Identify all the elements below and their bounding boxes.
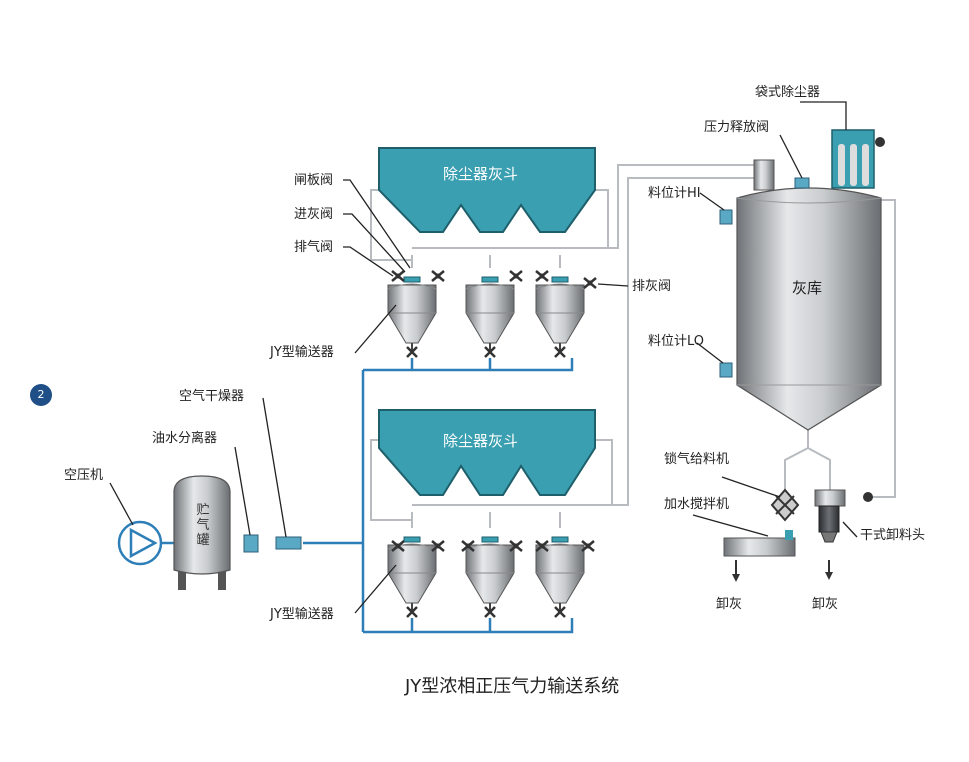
unload-right-label: 卸灰 [812, 597, 839, 612]
rotary-feeder [770, 488, 800, 522]
oil-water-separator [243, 534, 259, 553]
level-hi-label: 料位计HI [648, 186, 701, 201]
gate-valve-label: 闸板阀 [294, 173, 334, 188]
conveyor-bottom-label: JY型输送器 [270, 607, 334, 622]
pressure-relief-valve-label: 压力释放阀 [704, 120, 770, 135]
rotary-feeder-label: 锁气给料机 [664, 452, 730, 467]
air-dryer [275, 536, 302, 550]
level-lo-label: 料位计LO [648, 334, 705, 349]
bottom-ash-hopper [378, 409, 596, 496]
wet-mixer [723, 530, 796, 582]
silo-label: 灰库 [792, 279, 823, 297]
top-ash-hopper [378, 147, 596, 233]
vent-valve-label: 排气阀 [294, 240, 334, 255]
storage-tank [173, 475, 231, 590]
air-compressor-label: 空压机 [64, 468, 104, 483]
wet-mixer-label: 加水搅拌机 [664, 497, 730, 512]
bottom-hopper-title: 除尘器灰斗 [443, 432, 519, 450]
storage-tank-label: 贮气罐 [196, 503, 210, 548]
bag-filter [831, 129, 885, 189]
grey-lines [370, 164, 896, 528]
page-badge[interactable]: 2 [30, 384, 52, 406]
dry-unloader [814, 489, 873, 580]
top-hopper-title: 除尘器灰斗 [443, 165, 519, 183]
unload-left-label: 卸灰 [716, 597, 743, 612]
discharge-valve-label: 排灰阀 [632, 279, 672, 294]
conveyor-top-label: JY型输送器 [270, 345, 334, 360]
air-compressor [117, 520, 163, 566]
top-conveyors [386, 269, 598, 359]
ash-silo [719, 159, 882, 431]
conveying-pipes [162, 358, 574, 634]
air-dryer-label: 空气干燥器 [179, 389, 245, 404]
leader-lines [109, 101, 858, 614]
diagram-caption: JY型浓相正压气力输送系统 [405, 676, 620, 697]
inlet-valve-label: 进灰阀 [294, 207, 334, 222]
bottom-conveyors [386, 535, 596, 619]
oil-water-separator-label: 油水分离器 [152, 431, 218, 446]
dry-unloader-label: 干式卸料头 [860, 528, 926, 543]
bag-filter-label: 袋式除尘器 [755, 85, 821, 100]
